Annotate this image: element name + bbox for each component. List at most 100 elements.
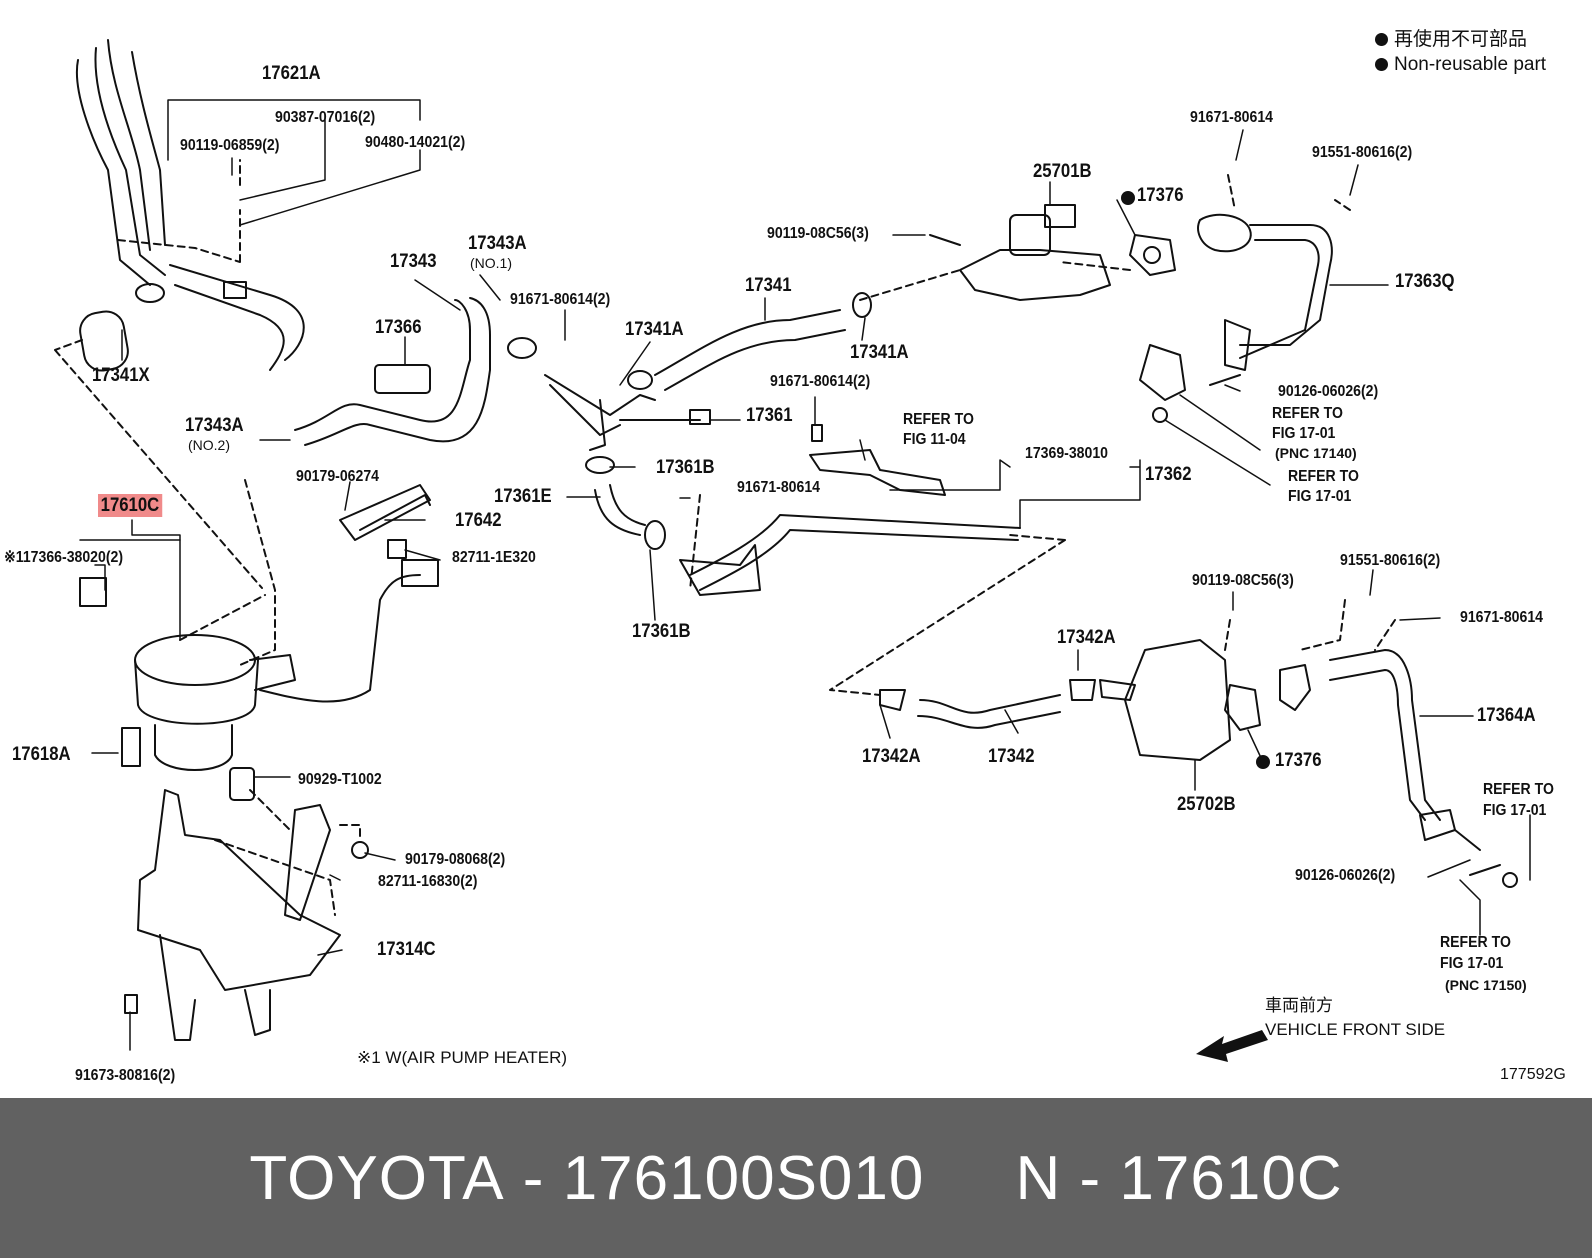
label-90480-14021[interactable]: 90480-14021(2) bbox=[365, 134, 466, 151]
label-91551-80616-mid[interactable]: 91551-80616(2) bbox=[1340, 552, 1441, 569]
label-90179-08068[interactable]: 90179-08068(2) bbox=[405, 851, 506, 868]
label-17343A-no1[interactable]: 17343A bbox=[468, 233, 527, 254]
link-fig-17-01-c[interactable]: FIG 17-01 bbox=[1288, 488, 1352, 505]
label-90387-07016[interactable]: 90387-07016(2) bbox=[275, 109, 376, 126]
label-91673-80816[interactable]: 91673-80816(2) bbox=[75, 1067, 176, 1084]
valve-25701B-top bbox=[1009, 214, 1051, 256]
label-17314C[interactable]: 17314C bbox=[377, 939, 436, 960]
valve-25701B-connector bbox=[1044, 204, 1076, 228]
gasket-17376-a-hole bbox=[1143, 246, 1161, 264]
label-25702B[interactable]: 25702B bbox=[1177, 794, 1236, 815]
label-90119-08C56-3[interactable]: 90119-08C56(3) bbox=[767, 225, 869, 242]
link-fig-17-01-d[interactable]: FIG 17-01 bbox=[1483, 802, 1547, 819]
label-91671-80614-mid[interactable]: 91671-80614 bbox=[737, 479, 820, 496]
clamp-17361B-b bbox=[644, 520, 666, 550]
label-17621A[interactable]: 17621A bbox=[262, 63, 321, 84]
bracket-82711 bbox=[284, 804, 331, 921]
label-91551-80616-top[interactable]: 91551-80616(2) bbox=[1312, 144, 1413, 161]
sensor-17361 bbox=[689, 409, 711, 425]
bolt-91673 bbox=[124, 994, 138, 1014]
label-17342A-b[interactable]: 17342A bbox=[862, 746, 921, 767]
hose-loop bbox=[169, 264, 305, 361]
label-17610C[interactable]: 17610C bbox=[98, 494, 162, 517]
label-17341A-a[interactable]: 17341A bbox=[625, 319, 684, 340]
label-17342A-a[interactable]: 17342A bbox=[1057, 627, 1116, 648]
label-91671-80614-top[interactable]: 91671-80614 bbox=[1190, 109, 1273, 126]
pipe-17361 bbox=[544, 374, 656, 436]
air-pump-body bbox=[134, 659, 259, 725]
clamp-17343A-no1 bbox=[507, 337, 537, 359]
label-17642[interactable]: 17642 bbox=[455, 510, 502, 531]
label-90126-06026-a[interactable]: 90126-06026(2) bbox=[1278, 383, 1379, 400]
label-90929-T1002[interactable]: 90929-T1002 bbox=[298, 771, 382, 788]
gasket-17376-a bbox=[1129, 234, 1176, 276]
label-17361B-b[interactable]: 17361B bbox=[632, 621, 691, 642]
label-90119-08C56-mid[interactable]: 90119-08C56(3) bbox=[1192, 572, 1294, 589]
label-pnc-17140: (PNC 17140) bbox=[1275, 445, 1357, 461]
flange-17150 bbox=[1419, 809, 1456, 841]
label-17366-38020[interactable]: ※117366-38020(2) bbox=[4, 549, 124, 566]
note-air-pump-heater: ※1 W(AIR PUMP HEATER) bbox=[357, 1048, 568, 1067]
banner-gap bbox=[924, 1143, 1015, 1214]
label-no2: (NO.2) bbox=[188, 437, 230, 453]
label-17362[interactable]: 17362 bbox=[1145, 464, 1192, 485]
label-17361B-a[interactable]: 17361B bbox=[656, 457, 715, 478]
link-fig-11-04[interactable]: FIG 11-04 bbox=[903, 431, 966, 448]
pipe-17364A bbox=[1329, 649, 1441, 821]
label-17363Q[interactable]: 17363Q bbox=[1395, 271, 1455, 292]
connector-82711 bbox=[401, 559, 439, 587]
label-82711-16830[interactable]: 82711-16830(2) bbox=[378, 873, 478, 890]
label-17361[interactable]: 17361 bbox=[746, 405, 793, 426]
label-90119-06859[interactable]: 90119-06859(2) bbox=[180, 137, 280, 154]
legend-en: Non-reusable part bbox=[1375, 55, 1546, 74]
label-91671-80614-2b[interactable]: 91671-80614(2) bbox=[770, 373, 871, 390]
intake-duct-right-b bbox=[131, 51, 166, 246]
valve-25702B-body bbox=[1124, 639, 1231, 761]
clamp-a bbox=[135, 283, 165, 303]
flange-17140 bbox=[1139, 344, 1186, 401]
label-90179-06274[interactable]: 90179-06274 bbox=[296, 468, 379, 485]
label-91671-80614-right[interactable]: 91671-80614 bbox=[1460, 609, 1543, 626]
hose-17342 bbox=[917, 694, 1061, 729]
figure-code: 177592G bbox=[1500, 1066, 1566, 1083]
label-17366[interactable]: 17366 bbox=[375, 317, 422, 338]
dashed-leaders bbox=[54, 159, 1396, 916]
label-17361E[interactable]: 17361E bbox=[494, 486, 552, 507]
label-17376-a[interactable]: 17376 bbox=[1137, 185, 1184, 206]
label-17341X[interactable]: 17341X bbox=[92, 365, 150, 386]
label-91671-80614-2a[interactable]: 91671-80614(2) bbox=[510, 291, 611, 308]
bolt-90119-08C56 bbox=[929, 234, 961, 246]
label-17343A-no2[interactable]: 17343A bbox=[185, 415, 244, 436]
bracket-17642 bbox=[339, 484, 431, 541]
label-refer-to-e: REFER TO bbox=[1440, 934, 1511, 951]
clip-17366 bbox=[79, 577, 107, 607]
label-17341[interactable]: 17341 bbox=[745, 275, 792, 296]
gasket-17376-b bbox=[1224, 684, 1261, 731]
nut-17140 bbox=[1152, 407, 1168, 423]
link-fig-17-01-b[interactable]: FIG 17-01 bbox=[1272, 425, 1336, 442]
bracket-17366 bbox=[374, 364, 431, 394]
label-82711-1E320[interactable]: 82711-1E320 bbox=[452, 549, 536, 566]
label-refer-to-b: REFER TO bbox=[1272, 405, 1343, 422]
legend-jp: 再使用不可部品 bbox=[1375, 30, 1527, 49]
label-17342[interactable]: 17342 bbox=[988, 746, 1035, 767]
parts-diagram: 再使用不可部品 Non-reusable part 17621A 90387-0… bbox=[4, 30, 1566, 1084]
stud-90126-b bbox=[1454, 829, 1501, 876]
clamp-17342A-a bbox=[879, 689, 906, 711]
label-25701B[interactable]: 25701B bbox=[1033, 161, 1092, 182]
bracket-17314C-leg bbox=[159, 934, 271, 1041]
label-direction-en: VEHICLE FRONT SIDE bbox=[1265, 1020, 1446, 1039]
link-fig-17-01-e[interactable]: FIG 17-01 bbox=[1440, 955, 1504, 972]
label-17341A-b[interactable]: 17341A bbox=[850, 342, 909, 363]
label-17618A[interactable]: 17618A bbox=[12, 744, 71, 765]
label-17376-b[interactable]: 17376 bbox=[1275, 750, 1322, 771]
label-17364A[interactable]: 17364A bbox=[1477, 705, 1536, 726]
banner-ref-prefix: N bbox=[1015, 1143, 1062, 1213]
label-90126-06026-b[interactable]: 90126-06026(2) bbox=[1295, 867, 1396, 884]
label-17369-38010[interactable]: 17369-38010 bbox=[1025, 445, 1108, 462]
intake-duct-left-b bbox=[94, 47, 166, 276]
label-17343[interactable]: 17343 bbox=[390, 251, 437, 272]
air-pump-outlet bbox=[249, 654, 296, 691]
intake-duct-left bbox=[75, 59, 151, 286]
hose-loop-b bbox=[174, 284, 285, 371]
